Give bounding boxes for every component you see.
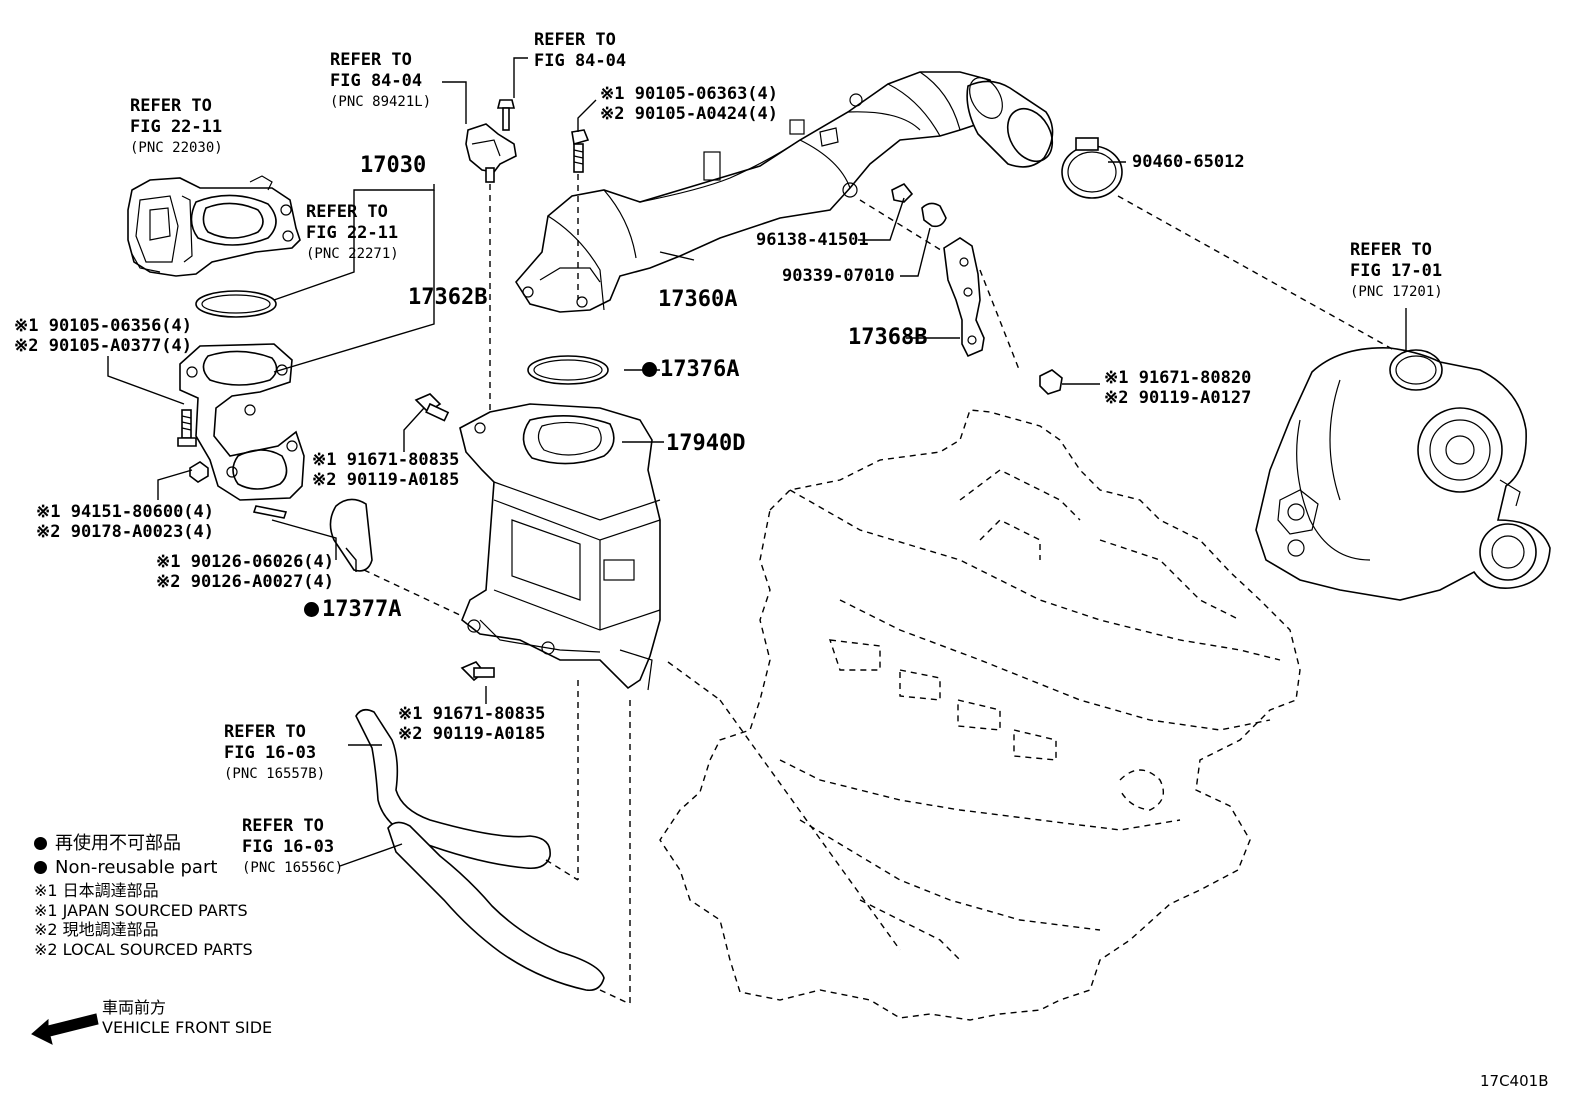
sensor-drawing xyxy=(465,99,517,183)
diagram-code: 17C401B xyxy=(1480,1072,1549,1090)
bolt-b1-drawing xyxy=(571,129,590,173)
stud-drawing xyxy=(252,505,288,519)
part-number-17030: 17030 xyxy=(360,153,427,178)
front-arrow-icon xyxy=(31,1013,99,1045)
intercooler-17940D-drawing xyxy=(459,403,661,691)
part-number-90339-07010: 90339-07010 xyxy=(782,266,895,286)
refer-fig-22-11-throttle: REFER TO FIG 22-11 (PNC 22030) xyxy=(130,96,223,156)
gasket-17377A-drawing xyxy=(329,498,373,572)
bolt-left-drawing xyxy=(177,409,197,447)
refer-fig-17-01-turbo: REFER TO FIG 17-01 (PNC 17201) xyxy=(1350,240,1443,300)
part-number-17376A: 17376A xyxy=(642,358,739,382)
part-number-90460-65012: 90460-65012 xyxy=(1132,152,1245,172)
clamp-drawing xyxy=(1061,137,1123,199)
bolt-b7-drawing xyxy=(460,661,495,682)
part-number-17377A: 17377A xyxy=(304,598,401,622)
bolt-b2-numbers: ※1 90105-06356(4) ※2 90105-A0377(4) xyxy=(14,316,193,356)
turbocharger-drawing xyxy=(1255,347,1551,601)
throttle-body-drawing xyxy=(127,175,301,277)
bolt-b3-drawing xyxy=(1039,369,1063,395)
refer-fig-84-04-sensor: REFER TO FIG 84-04 (PNC 89421L) xyxy=(330,50,432,110)
bolt-b3-numbers: ※1 91671-80820 ※2 90119-A0127 xyxy=(1104,368,1252,408)
rubber-hose-drawing xyxy=(966,77,1054,168)
legend-nonreuse-en: Non-reusable part xyxy=(34,857,253,878)
gasket-17376A-drawing xyxy=(527,355,609,385)
water-hose-2-drawing xyxy=(387,821,605,992)
legend: 再使用不可部品 Non-reusable part ※1 日本調達部品 ※1 J… xyxy=(34,834,253,959)
refer-fig-84-04-bolt: REFER TO FIG 84-04 xyxy=(534,30,627,71)
legend-japan-en: ※1 JAPAN SOURCED PARTS xyxy=(34,900,248,920)
non-reusable-dot-icon xyxy=(304,602,319,617)
part-number-96138-41501: 96138-41501 xyxy=(756,230,869,250)
clip-drawing xyxy=(891,182,914,203)
bolt-b4-drawing xyxy=(414,393,450,422)
bolt-b4-numbers: ※1 91671-80835 ※2 90119-A0185 xyxy=(312,450,460,490)
part-number-17368B: 17368B xyxy=(848,325,928,350)
bracket-17368B-drawing xyxy=(943,237,985,358)
legend-local-jp: ※2 現地調達部品 xyxy=(34,920,159,939)
engine-outline-drawing xyxy=(659,409,1301,1021)
bolt-b5-numbers: ※1 94151-80600(4) ※2 90178-A0023(4) xyxy=(36,502,215,542)
non-reusable-dot-icon xyxy=(642,362,657,377)
part-number-17362B: 17362B xyxy=(408,285,488,310)
non-reusable-dot-icon xyxy=(34,860,47,874)
legend-nonreuse-jp: 再使用不可部品 xyxy=(34,834,253,854)
nut-drawing xyxy=(189,461,209,483)
spacer-drawing xyxy=(921,202,947,228)
bolt-b1-numbers: ※1 90105-06363(4) ※2 90105-A0424(4) xyxy=(600,84,779,124)
vehicle-front-note: 車両前方 VEHICLE FRONT SIDE xyxy=(102,998,273,1037)
refer-fig-16-03-hose-b: REFER TO FIG 16-03 (PNC 16556C) xyxy=(242,816,344,876)
part-number-17360A: 17360A xyxy=(658,287,738,312)
legend-japan-jp: ※1 日本調達部品 xyxy=(34,881,159,900)
refer-fig-22-11-gasket: REFER TO FIG 22-11 (PNC 22271) xyxy=(306,202,399,262)
refer-fig-16-03-hose-a: REFER TO FIG 16-03 (PNC 16557B) xyxy=(224,722,326,782)
leader-lines xyxy=(107,57,1407,867)
non-reusable-dot-icon xyxy=(34,837,47,850)
adapter-17362B-drawing xyxy=(179,343,305,501)
part-number-17940D: 17940D xyxy=(666,431,746,456)
alignment-dashed-lines xyxy=(363,174,1395,1005)
legend-local-en: ※2 LOCAL SOURCED PARTS xyxy=(34,939,253,959)
bolt-b7-numbers: ※1 91671-80835 ※2 90119-A0185 xyxy=(398,704,546,744)
bolt-b6-numbers: ※1 90126-06026(4) ※2 90126-A0027(4) xyxy=(156,552,335,592)
